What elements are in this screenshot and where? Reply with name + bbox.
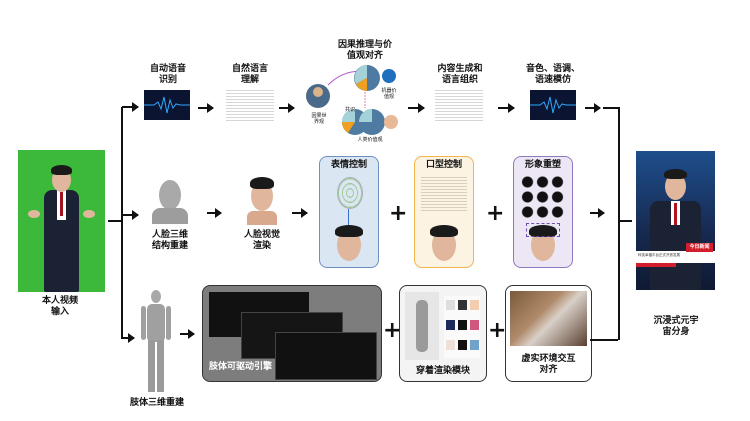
body-engine-panel: 肢体可驱动引擎 [202, 285, 382, 382]
bracket-right [618, 107, 620, 340]
mouth-control-panel: 口型控制 [414, 156, 474, 268]
body-engine-label: 肢体可驱动引擎 [209, 362, 273, 372]
connector [603, 107, 619, 109]
appearance-reshape-panel: 形象重塑 [513, 156, 573, 268]
input-label: 本人视频 输入 [41, 296, 78, 317]
text-document-image [226, 88, 274, 122]
face-render-label: 人脸视觉 渲染 [243, 230, 280, 251]
arrow [122, 102, 139, 112]
face-3d-mesh-image [150, 180, 190, 225]
nlu-label: 自然语言 理解 [231, 64, 268, 85]
news-banner-tag: 今日新闻 [686, 243, 713, 252]
arrow [122, 210, 139, 220]
expression-control-panel: 表情控制 [319, 156, 379, 268]
plus-icon: + [488, 318, 507, 343]
node-human-values: 人类价值观 [357, 137, 383, 143]
appearance-label: 形象重塑 [524, 160, 561, 170]
arrow [585, 103, 601, 113]
output-avatar-image: 科技幸福平台正式开放发展 今日新闻 [636, 151, 715, 290]
face-render-image [243, 175, 281, 225]
waveform-icon [144, 90, 190, 120]
output-label: 沉浸式元宇 宙分身 [653, 316, 699, 337]
face-landmarks-image [337, 177, 363, 209]
virtual-env-label: 虚实环境交互 对齐 [521, 354, 576, 375]
asr-label: 自动语音 识别 [149, 64, 186, 85]
arrow [180, 329, 195, 339]
news-banner-text: 科技幸福平台正式开放发展 [638, 253, 680, 257]
waveform-icon [530, 90, 576, 120]
arrow [279, 103, 295, 113]
expression-label: 表情控制 [330, 160, 367, 170]
tts-label: 音色、语调、 语速模仿 [525, 64, 580, 85]
arrow [590, 208, 605, 218]
arrow [498, 103, 515, 113]
plus-icon: + [486, 201, 505, 226]
arrow [292, 208, 308, 218]
bracket-left [121, 107, 123, 339]
node-causal-worldview: 因果世 界观 [311, 113, 327, 125]
hairstyle-options-image [520, 173, 566, 219]
connector [108, 220, 122, 222]
clothing-options-image [444, 296, 480, 358]
text-document-image [435, 88, 483, 122]
body-3d-mesh-image [138, 290, 174, 394]
arrow [198, 103, 214, 113]
virtual-room-image [510, 291, 587, 346]
mouth-label: 口型控制 [425, 160, 462, 170]
plus-icon: + [383, 318, 402, 343]
connector [618, 220, 632, 222]
arrow [408, 103, 425, 113]
body-3d-label: 肢体三维重建 [129, 398, 184, 408]
clothing-label: 穿着渲染模块 [415, 366, 470, 376]
virtual-env-panel: 虚实环境交互 对齐 [505, 285, 592, 382]
generation-label: 内容生成和 语言组织 [437, 64, 483, 85]
arrow [207, 208, 222, 218]
node-consensus: 共识 [344, 107, 355, 113]
node-machine-values: 机器价 值观 [381, 88, 397, 100]
connector [590, 339, 618, 341]
face-3d-label: 人脸三维 结构重建 [151, 230, 188, 251]
plus-icon: + [389, 201, 408, 226]
causal-title: 因果推理与价 值观对齐 [337, 40, 392, 61]
input-video-image [18, 150, 105, 292]
arrow [122, 333, 135, 343]
clothing-render-panel: 穿着渲染模块 [399, 285, 487, 382]
causal-value-diagram [300, 60, 400, 145]
